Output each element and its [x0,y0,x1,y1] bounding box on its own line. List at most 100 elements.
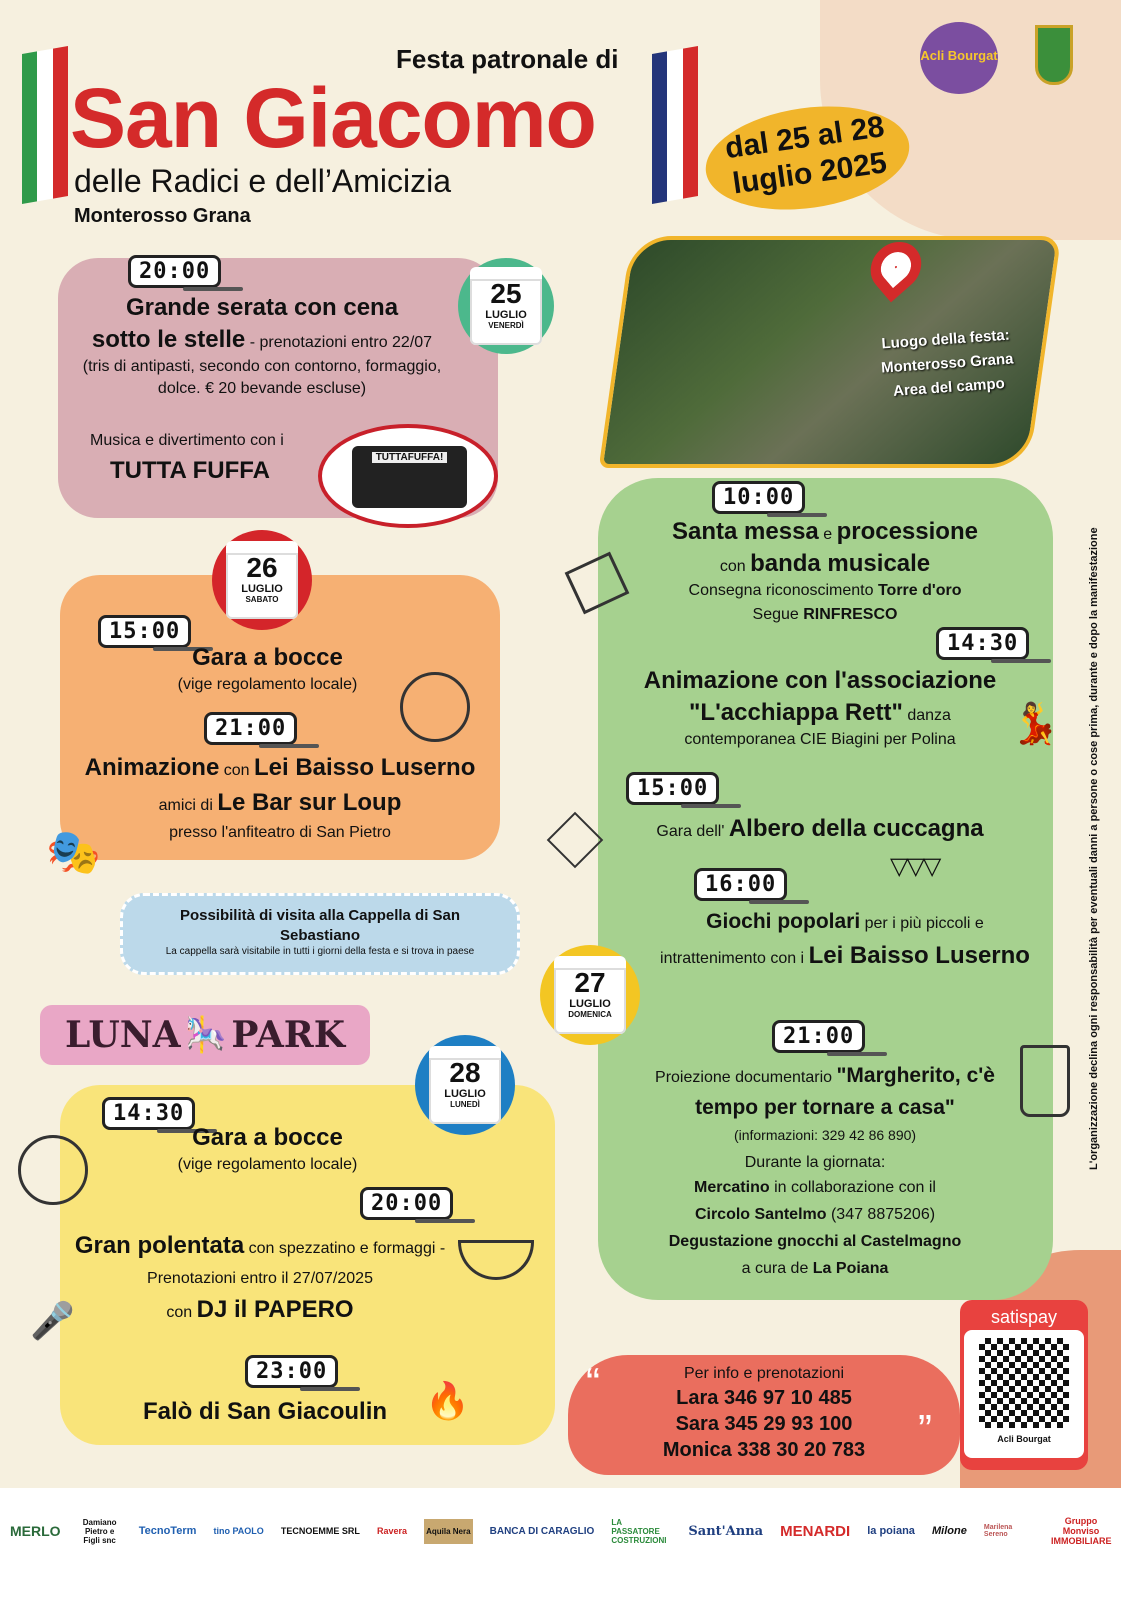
weekday: LUNEDÌ [450,1100,480,1109]
club: Circolo Santelmo [694,1206,827,1223]
day-number: 27 [574,967,606,998]
chapel-info: Possibilità di visita alla Cappella di S… [120,893,520,975]
sponsor-logo: MENARDI [780,1522,851,1540]
market: Mercatino [694,1179,770,1196]
time-badge: 16:00 [694,868,810,904]
event-booking: - prenotazioni entro 22/07 [245,334,433,351]
microphone-icon: 🎤 [30,1300,75,1341]
acli-bourgat-logo: Acli Bourgat [920,22,998,94]
sponsor-logo: Sant'Anna [688,1523,764,1539]
text: con [166,1304,197,1321]
time-badge: 10:00 [712,481,828,517]
day26-event-1: Gara a bocce (vige regolamento locale) [160,642,375,696]
dj-name: DJ il PAPERO [196,1296,354,1323]
event-title: Giochi popolari [706,910,861,933]
sponsor-logo: Gruppo Monviso IMMOBILIARE [1051,1516,1112,1546]
sponsor-logo: la poiana [867,1525,915,1537]
event-note: (vige regolamento locale) [177,1156,358,1173]
day26-event-2: Animazione con Lei Baisso Luserno amici … [80,752,480,844]
sponsor-logo: LA PASSATORE COSTRUZIONI [611,1517,667,1545]
text: Proiezione documentario [655,1069,837,1086]
weekday: DOMENICA [568,1010,612,1019]
event-note: presso l'anfiteatro di San Pietro [169,824,391,841]
cassette-icon: TUTTAFUFFA! [318,424,498,528]
music-intro: Musica e divertimento con i [90,432,284,449]
page-title: San Giacomo [70,71,597,165]
event-title: Gran polentata [74,1232,245,1259]
weekday: VENERDÌ [488,321,524,330]
carousel-icon: 🎠 [184,1015,228,1055]
day28-event-2: Gran polentata con spezzatino e formaggi… [72,1230,448,1328]
bocce-balls-icon [400,672,470,742]
month: LUGLIO [485,309,527,321]
day-number: 26 [246,552,278,583]
text: contemporanea CIE Biagini per Polina [684,731,956,748]
event-title: Animazione [84,754,220,781]
contact-phone[interactable]: Lara 346 97 10 485 [676,1387,852,1409]
award: Torre d'oro [877,582,962,599]
text: a cura de [741,1260,813,1277]
disclaimer: L'organizzazione declina ogni responsabi… [1088,527,1100,1170]
time-badge: 20:00 [128,255,244,291]
event-title: processione [836,518,978,545]
time-badge: 15:00 [98,615,214,651]
performer: Le Bar sur Loup [217,789,402,816]
time-badge: 14:30 [936,627,1052,663]
time-badge: 14:30 [102,1097,218,1133]
info-phone: (informazioni: 329 42 86 890) [733,1127,917,1143]
text: danza [902,707,951,724]
contact-phone[interactable]: Sara 345 29 93 100 [675,1413,853,1435]
italian-flag-icon [22,45,68,205]
theater-masks-icon: 🎭 [46,828,101,877]
month: LUGLIO [444,1088,486,1100]
time-badge: 20:00 [360,1187,476,1223]
bunting-icon: ▽▽▽ [890,853,941,880]
event-title: Gara a bocce [192,1124,343,1151]
sponsor-logo: Damiano Pietro e Figli snc [82,1517,117,1545]
contact-title: Per info e prenotazioni [683,1365,845,1382]
day27-event-3: Gara dell' Albero della cuccagna [630,813,1010,845]
contact-phone[interactable]: Monica 338 30 20 783 [662,1439,866,1461]
cassette-label: TUTTAFUFFA! [371,452,448,463]
sponsor-logo: Ravera [376,1526,407,1536]
day-number: 25 [490,278,522,309]
sponsor-logo: Milone [932,1525,967,1537]
event-title: "Margherito, c'è tempo per tornare a cas… [695,1064,995,1119]
event-note: (vige regolamento locale) [177,676,358,693]
day-number: 28 [449,1057,481,1088]
day27-event-1: Santa messa e processione con banda musi… [630,516,1020,626]
satispay-owner: Acli Bourgat [997,1434,1051,1444]
chapel-note: La cappella sarà visitabile in tutti i g… [165,946,475,957]
quote-close-icon: ” [918,1406,932,1453]
sponsor-logo: tino PAOLO [213,1526,264,1536]
satispay-label: satispay [990,1307,1058,1327]
time-badge: 21:00 [204,712,320,748]
bonfire-icon: 🔥 [425,1380,470,1421]
day27-panel [598,478,1053,1300]
header-subtitle: delle Radici e dell’Amicizia [74,163,452,199]
satispay-card[interactable]: satispay Acli Bourgat [960,1300,1088,1470]
day27-event-2: Animazione con l'associazione "L'acchiap… [620,665,1020,751]
coat-of-arms-icon [1035,25,1073,85]
weekday: SABATO [245,595,279,604]
sponsor-logo: MERLO [10,1523,61,1539]
event-detail: con spezzatino e formaggi - Prenotazioni… [147,1240,446,1287]
day25-event: Grande serata con cena sotto le stelle -… [66,292,458,400]
month: LUGLIO [569,998,611,1010]
text: con [219,762,254,779]
contact-box: Per info e prenotazioni Lara 346 97 10 4… [568,1355,960,1475]
qr-code-icon[interactable] [979,1338,1069,1428]
french-flag-icon [652,45,698,205]
sponsor-logo: BANCA DI CARAGLIO [489,1525,595,1537]
text: in collaborazione con il [769,1179,936,1196]
luna-park-banner: LUNA🎠PARK [40,1005,370,1065]
location-map[interactable]: Luogo della festa: Monterosso Grana Area… [598,231,1062,468]
event-title: sotto le stelle [91,326,246,353]
time-badge: 23:00 [245,1355,361,1391]
day28-event-3: Falò di San Giacoulin [142,1398,388,1425]
day27-event-5: Proiezione documentario "Margherito, c'è… [640,1060,1010,1146]
event-title: Grande serata con cena [125,294,399,321]
time-badge: 15:00 [626,772,742,808]
organizer: La Poiana [812,1260,889,1277]
